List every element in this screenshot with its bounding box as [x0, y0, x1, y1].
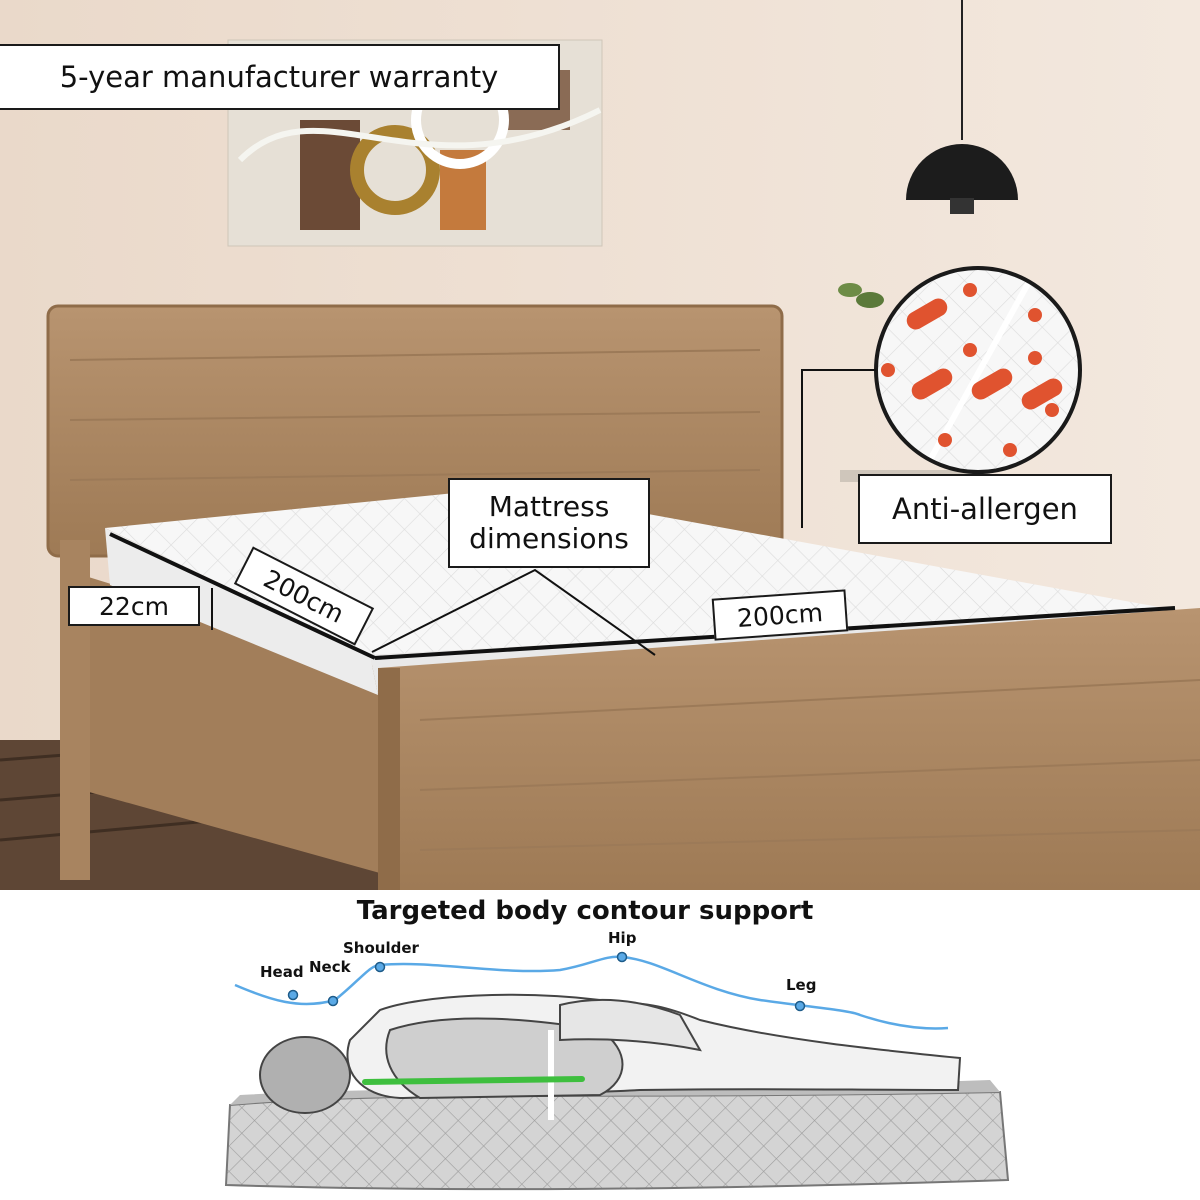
zone-label-shoulder: Shoulder: [343, 939, 419, 957]
bed-footboard: [378, 608, 1200, 890]
length-label: 200cm: [736, 597, 824, 633]
warranty-label: 5-year manufacturer warranty: [59, 60, 499, 94]
dimensions-label-line1: Mattress: [488, 490, 610, 523]
dimensions-callout: Mattress dimensions: [448, 478, 650, 568]
zone-label-hip: Hip: [608, 929, 637, 947]
zone-label-neck: Neck: [309, 958, 351, 976]
pendant-lamp: [906, 0, 1018, 214]
contour-curve: [234, 955, 949, 1030]
zone-label-head: Head: [260, 963, 304, 981]
zone-label-leg: Leg: [786, 976, 817, 994]
anti-allergen-magnifier: [874, 266, 1082, 474]
thickness-label: 22cm: [99, 591, 169, 621]
dimensions-label-line2: dimensions: [469, 522, 629, 555]
contour-title: Targeted body contour support: [356, 896, 814, 926]
contour-points: [287, 951, 806, 1012]
anti-allergen-callout: Anti-allergen: [858, 474, 1112, 544]
spine-alignment-marker: [362, 1076, 585, 1085]
sleeping-figure: [259, 993, 962, 1120]
warranty-callout: 5-year manufacturer warranty: [0, 44, 560, 110]
anti-allergen-label: Anti-allergen: [892, 492, 1078, 526]
thickness-callout: 22cm: [68, 586, 200, 626]
